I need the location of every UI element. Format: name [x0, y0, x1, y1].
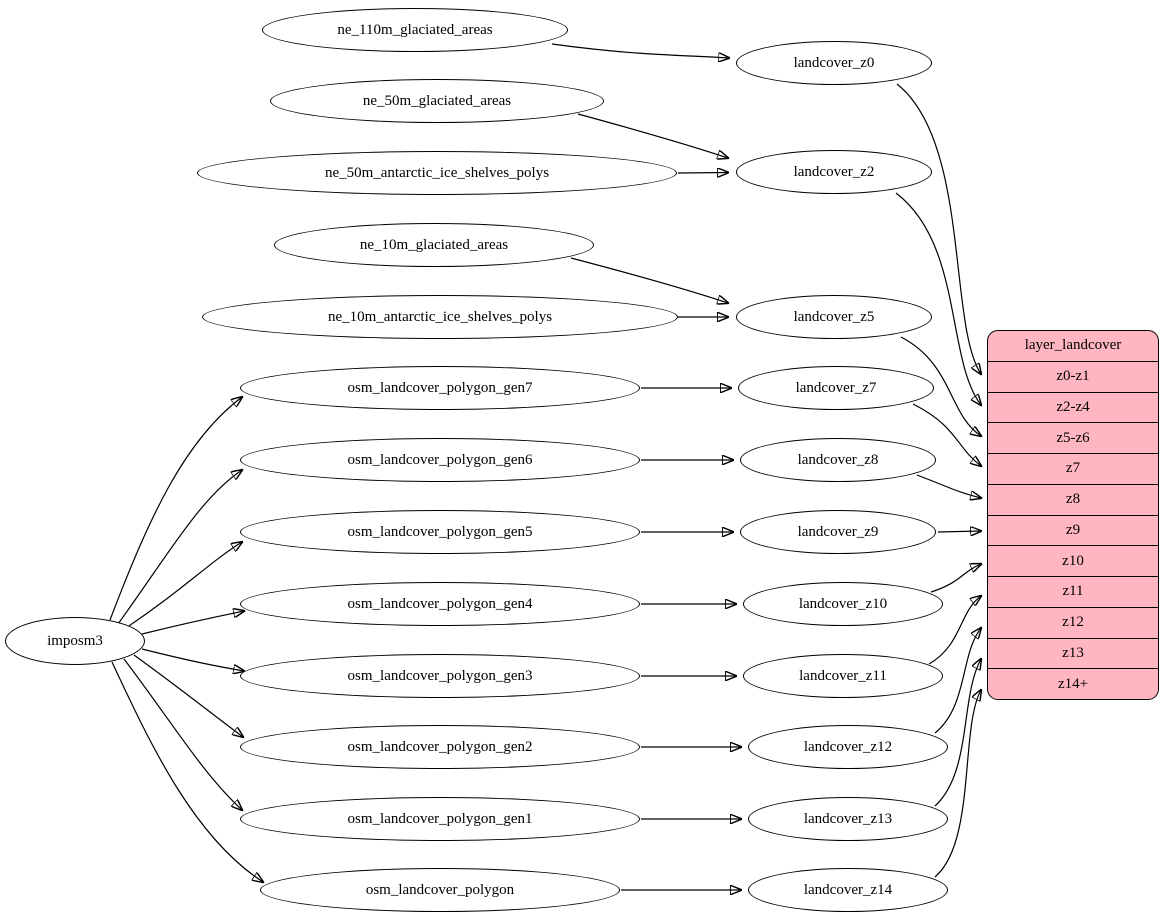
edge-imposm3-to-polygon: [111, 661, 263, 882]
node-label: ne_50m_glaciated_areas: [362, 92, 512, 109]
node-label: landcover_z12: [803, 738, 893, 755]
edge-ne50m-antarctic-to-z2: [677, 173, 728, 174]
edge-z13-to-row-z13: [934, 659, 981, 807]
record-row-z14plus: z14+: [988, 668, 1158, 699]
node-landcover-z10: landcover_z10: [743, 582, 943, 626]
node-landcover-z12: landcover_z12: [748, 725, 948, 769]
node-label: osm_landcover_polygon: [365, 881, 515, 898]
node-label: landcover_z5: [793, 308, 875, 325]
edge-z9-to-row-z9: [937, 531, 981, 532]
node-osm-landcover-polygon-gen3: osm_landcover_polygon_gen3: [240, 654, 640, 698]
edge-z10-to-row-z10: [930, 564, 981, 593]
node-label: landcover_z13: [803, 810, 893, 827]
edge-z8-to-row-z8: [916, 474, 981, 498]
node-label: osm_landcover_polygon_gen4: [347, 595, 533, 612]
node-label: ne_110m_glaciated_areas: [337, 21, 493, 38]
node-label: landcover_z8: [797, 451, 879, 468]
node-landcover-z5: landcover_z5: [736, 295, 932, 339]
node-osm-landcover-polygon-gen7: osm_landcover_polygon_gen7: [240, 366, 640, 410]
node-landcover-z2: landcover_z2: [736, 150, 932, 194]
node-landcover-z14: landcover_z14: [748, 868, 948, 912]
node-label: osm_landcover_polygon_gen5: [347, 523, 533, 540]
edge-ne110m-to-z0: [551, 43, 729, 58]
record-row-z8: z8: [988, 483, 1158, 515]
node-osm-landcover-polygon-gen4: osm_landcover_polygon_gen4: [240, 582, 640, 626]
node-ne-50m-glaciated-areas: ne_50m_glaciated_areas: [270, 79, 604, 123]
node-label: landcover_z10: [798, 595, 888, 612]
edge-ne10m-glaciated-to-z5: [570, 257, 728, 303]
edge-z0-to-row-z0-z1: [896, 83, 981, 374]
edge-imposm3-to-gen1: [123, 658, 242, 810]
node-ne-110m-glaciated-areas: ne_110m_glaciated_areas: [262, 8, 568, 52]
node-label: osm_landcover_polygon_gen6: [347, 451, 533, 468]
node-landcover-z8: landcover_z8: [740, 438, 936, 482]
node-label: osm_landcover_polygon_gen2: [347, 738, 533, 755]
node-label: osm_landcover_polygon_gen1: [347, 810, 533, 827]
node-label: ne_50m_antarctic_ice_shelves_polys: [324, 164, 550, 181]
edge-z5-to-row-z5-z6: [900, 336, 981, 436]
node-label: landcover_z9: [797, 523, 879, 540]
record-row-z12: z12: [988, 606, 1158, 638]
node-osm-landcover-polygon-gen6: osm_landcover_polygon_gen6: [240, 438, 640, 482]
node-landcover-z11: landcover_z11: [743, 654, 943, 698]
node-label: landcover_z0: [793, 54, 875, 71]
edge-ne50m-glaciated-to-z2: [577, 113, 728, 158]
record-row-z11: z11: [988, 576, 1158, 607]
record-row-z5-z6: z5-z6: [988, 422, 1158, 453]
node-ne-10m-antarctic-ice-shelves-polys: ne_10m_antarctic_ice_shelves_polys: [202, 295, 678, 339]
node-osm-landcover-polygon-gen2: osm_landcover_polygon_gen2: [240, 725, 640, 769]
edge-z14-to-row-z14plus: [934, 690, 981, 878]
record-row-z10: z10: [988, 545, 1158, 576]
node-label: ne_10m_antarctic_ice_shelves_polys: [327, 308, 553, 325]
node-label: landcover_z11: [799, 667, 887, 684]
node-label: landcover_z2: [793, 163, 875, 180]
node-osm-landcover-polygon-gen5: osm_landcover_polygon_gen5: [240, 510, 640, 554]
edge-z12-to-row-z12: [934, 628, 981, 734]
edge-imposm3-to-gen4: [141, 611, 244, 635]
node-landcover-z13: landcover_z13: [748, 797, 948, 841]
node-osm-landcover-polygon-gen1: osm_landcover_polygon_gen1: [240, 797, 640, 841]
edge-imposm3-to-gen3: [141, 648, 244, 671]
record-row-z2-z4: z2-z4: [988, 391, 1158, 423]
record-layer-landcover: layer_landcover z0-z1 z2-z4 z5-z6 z7 z8 …: [987, 330, 1159, 700]
node-landcover-z9: landcover_z9: [740, 510, 936, 554]
record-row-z0-z1: z0-z1: [988, 360, 1158, 392]
edge-z11-to-row-z11: [928, 596, 981, 665]
node-osm-landcover-polygon: osm_landcover_polygon: [260, 868, 620, 912]
node-landcover-z0: landcover_z0: [736, 41, 932, 85]
edge-imposm3-to-gen2: [133, 654, 243, 737]
node-ne-50m-antarctic-ice-shelves-polys: ne_50m_antarctic_ice_shelves_polys: [197, 151, 677, 195]
edge-imposm3-to-gen6: [117, 470, 242, 625]
node-ne-10m-glaciated-areas: ne_10m_glaciated_areas: [274, 223, 594, 267]
edge-z7-to-row-z7: [912, 403, 981, 466]
node-label: landcover_z7: [795, 379, 877, 396]
node-label: landcover_z14: [803, 881, 893, 898]
node-imposm3: imposm3: [5, 617, 145, 665]
record-title: layer_landcover: [1024, 337, 1122, 354]
edge-imposm3-to-gen5: [125, 542, 242, 629]
node-label: ne_10m_glaciated_areas: [359, 236, 509, 253]
record-row-z7: z7: [988, 453, 1158, 484]
record-row-z13: z13: [988, 637, 1158, 669]
edge-z2-to-row-z2-z4: [895, 192, 981, 405]
node-imposm3-label: imposm3: [47, 632, 103, 649]
node-label: osm_landcover_polygon_gen3: [347, 667, 533, 684]
record-row-z9: z9: [988, 514, 1158, 546]
edge-imposm3-to-gen7: [109, 397, 242, 621]
node-landcover-z7: landcover_z7: [738, 366, 934, 410]
node-label: osm_landcover_polygon_gen7: [347, 379, 533, 396]
